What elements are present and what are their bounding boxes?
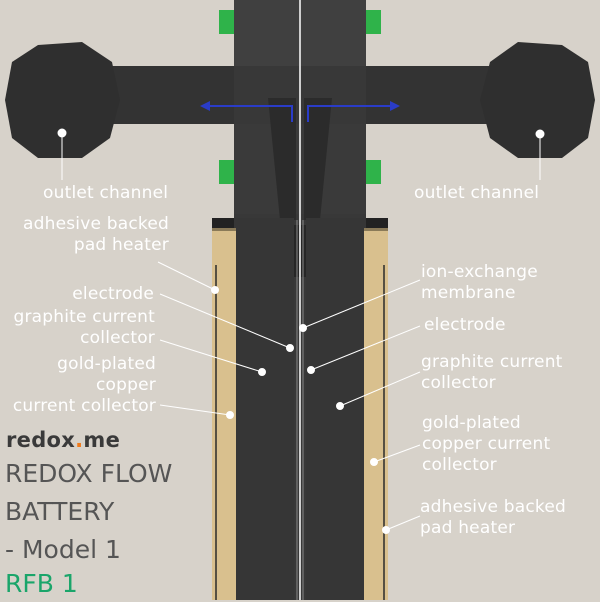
brand-logo: redox.me <box>6 428 121 452</box>
dot-electrode-right <box>307 366 315 374</box>
dot-gold-right <box>370 458 378 466</box>
label-membrane: ion-exchange membrane <box>421 262 538 303</box>
seal-mid-left <box>219 160 234 184</box>
title-line-2: BATTERY <box>5 497 115 526</box>
outlet-knob-left <box>5 42 120 158</box>
label-graphite-right: graphite current collector <box>421 352 563 393</box>
label-electrode-right: electrode <box>424 315 506 335</box>
seal-top-right <box>366 10 381 34</box>
dot-graphite-left <box>258 368 266 376</box>
label-electrode-left: electrode <box>72 284 154 304</box>
title-line-3: - Model 1 <box>5 535 121 564</box>
label-heater-right: adhesive backed pad heater <box>420 497 566 538</box>
dot-outlet-left <box>57 128 67 138</box>
dot-gold-left <box>226 411 234 419</box>
outlet-knob-right <box>480 42 595 158</box>
flow-channel-left <box>268 98 296 220</box>
dot-outlet-right <box>535 129 545 139</box>
dot-heater-left <box>211 286 219 294</box>
seal-top-left <box>219 10 234 34</box>
dot-graphite-right <box>336 402 344 410</box>
label-outlet-left: outlet channel <box>43 183 169 203</box>
label-gold-right: gold-plated copper current collector <box>422 413 551 475</box>
flow-channel-right <box>304 98 332 220</box>
model-code: RFB 1 <box>5 569 78 598</box>
seal-mid-right <box>366 160 381 184</box>
label-gold-left: gold-plated copper current collector <box>12 354 156 416</box>
label-heater-left: adhesive backed pad heater <box>23 214 169 255</box>
title-line-1: REDOX FLOW <box>5 459 173 488</box>
dot-membrane <box>299 324 307 332</box>
dot-electrode-left <box>286 344 294 352</box>
label-outlet-right: outlet channel <box>414 183 540 203</box>
label-graphite-left: graphite current collector <box>13 307 155 348</box>
dot-heater-right <box>382 526 390 534</box>
flow-arrow-right <box>307 105 394 122</box>
flow-arrow-left <box>206 105 293 122</box>
